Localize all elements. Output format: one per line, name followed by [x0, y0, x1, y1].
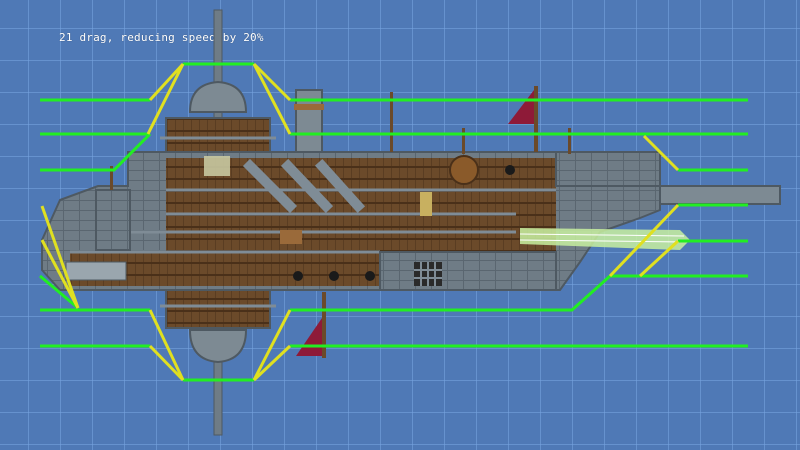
porthole-1 [293, 271, 303, 281]
cargo-barrel [449, 155, 479, 185]
left-stone-block [95, 189, 131, 251]
deck-crate [280, 230, 302, 244]
cannon-icon [659, 185, 781, 205]
drag-status-text: 21 drag, reducing speed by 20% [59, 31, 264, 44]
porthole-2 [329, 271, 339, 281]
porthole-4 [505, 165, 515, 175]
crew-station [204, 156, 230, 176]
stern-block [555, 151, 661, 187]
airship-icon[interactable] [41, 9, 781, 436]
engine-exhaust-icon [519, 228, 690, 250]
vent-grille [65, 261, 127, 281]
lower-dome [188, 329, 248, 364]
deck-rails [70, 136, 556, 308]
upper-dome [188, 80, 248, 113]
fuel-canister [420, 192, 432, 216]
deflected-airflow [40, 62, 680, 382]
lower-stone-block [379, 251, 557, 291]
cargo-grate [414, 262, 442, 286]
airflow-lines [39, 62, 748, 382]
porthole-3 [365, 271, 375, 281]
exhaust-pipes [242, 158, 366, 214]
